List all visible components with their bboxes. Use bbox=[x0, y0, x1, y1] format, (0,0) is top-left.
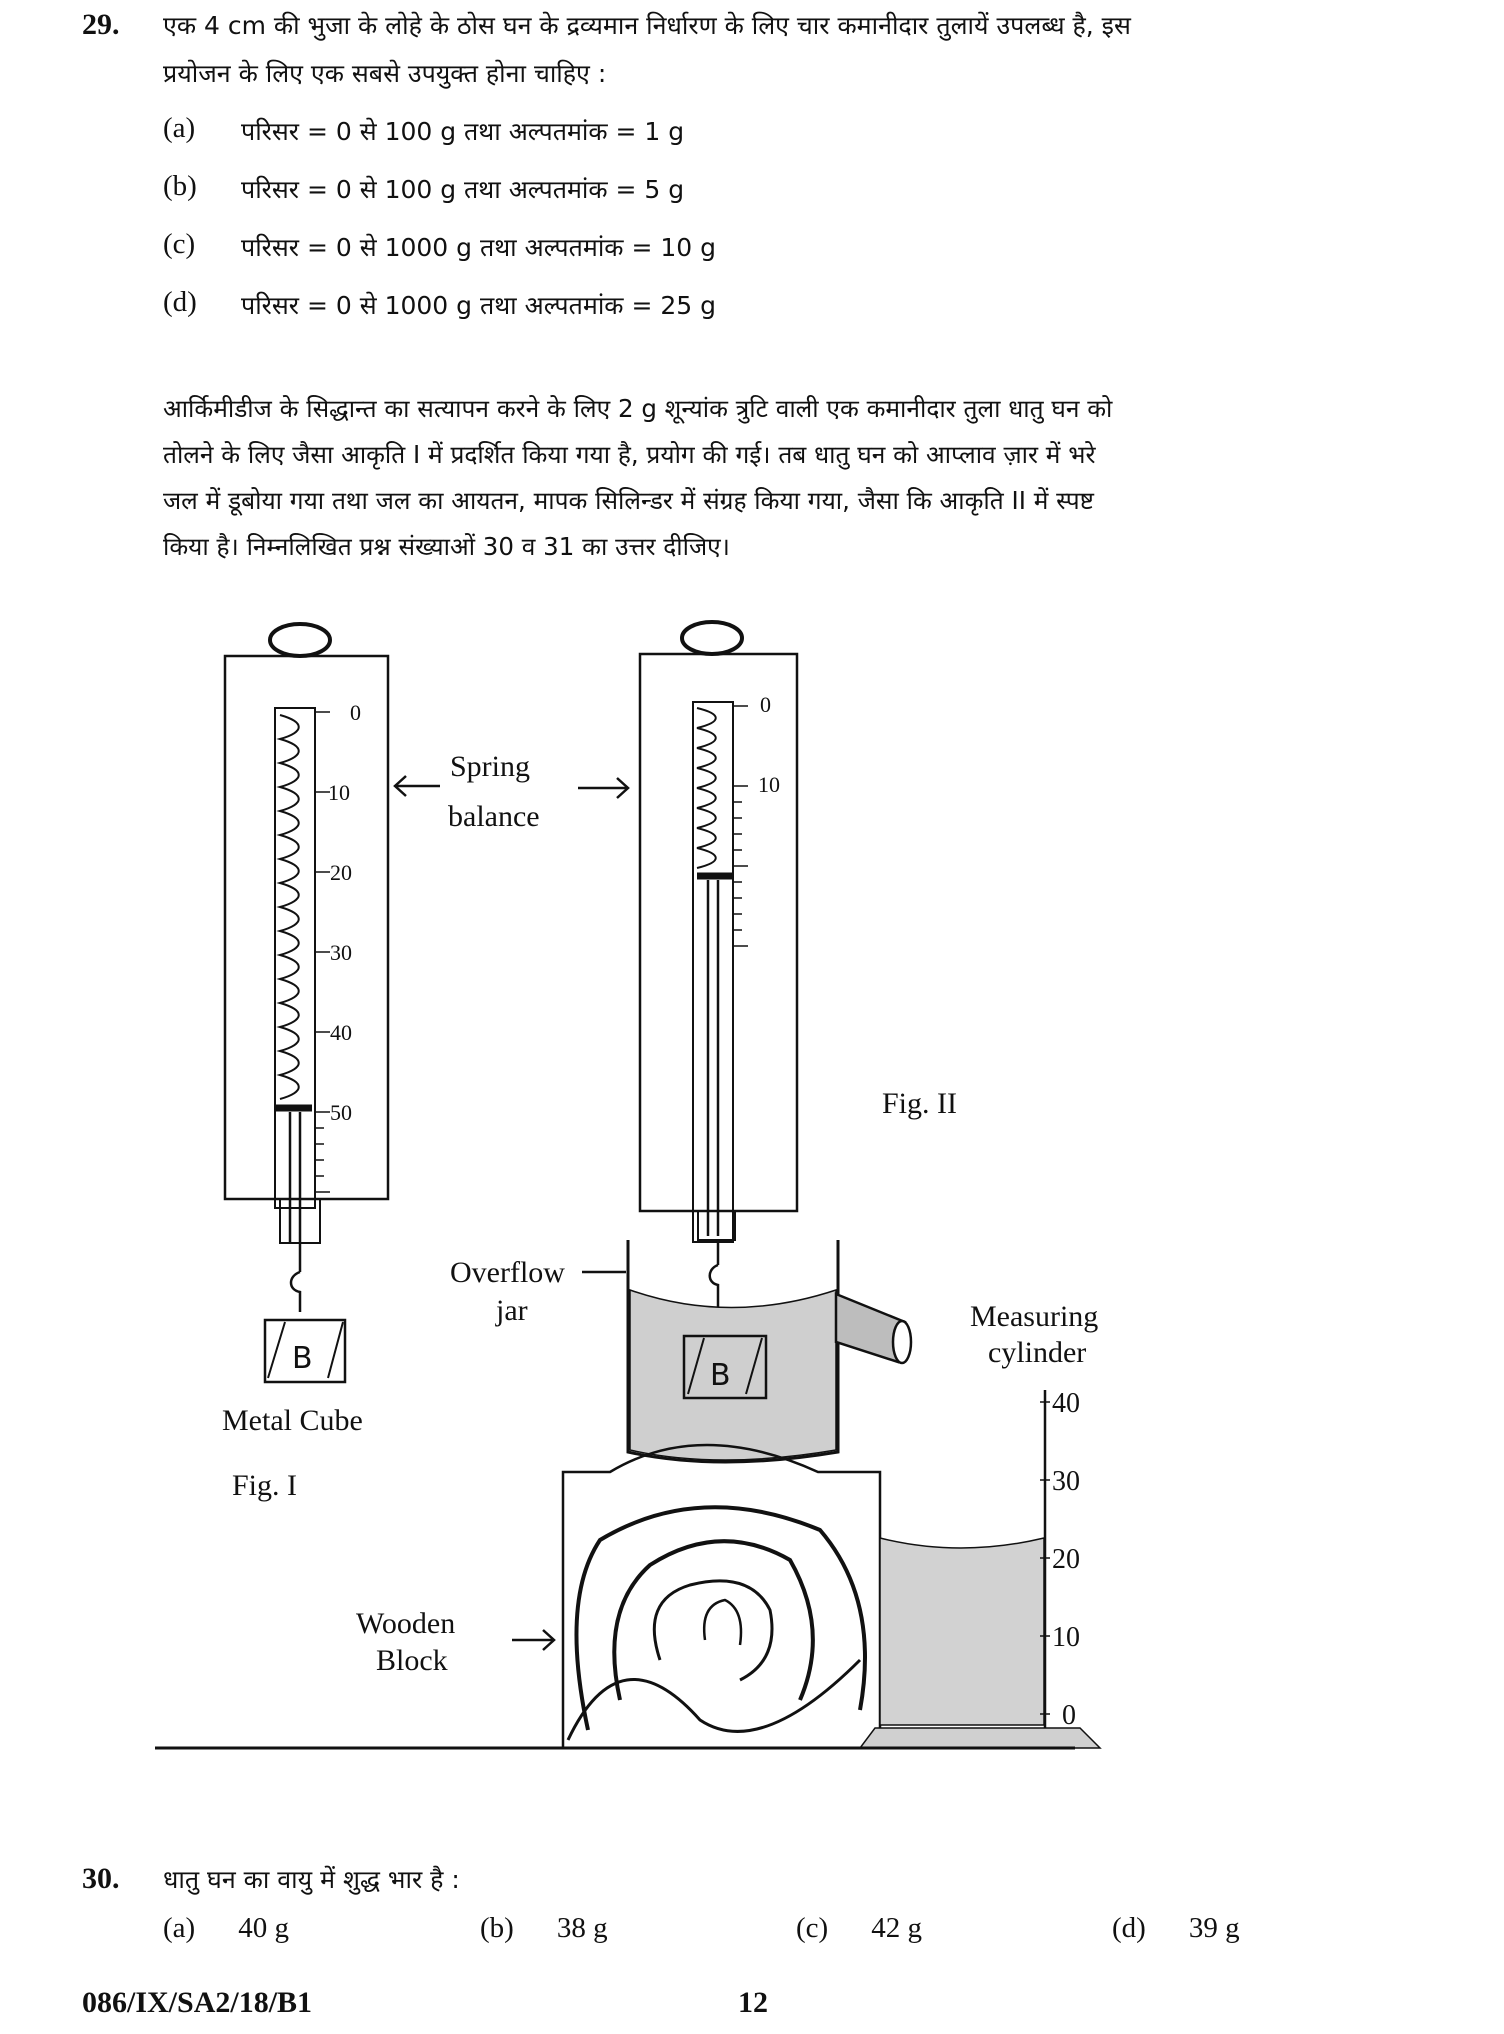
question-29-number: 29. bbox=[82, 8, 120, 41]
option-d[interactable]: (d) परिसर = 0 से 1000 g तथा अल्पतमांक = … bbox=[163, 286, 716, 320]
option-d-text: परिसर = 0 से 1000 g तथा अल्पतमांक = 25 g bbox=[241, 291, 716, 320]
spring-arrows bbox=[393, 775, 630, 799]
cyl-scale-20: 20 bbox=[1052, 1544, 1080, 1575]
q30-option-c-label: (c) bbox=[796, 1912, 829, 1944]
q30-option-c-text: 42 g bbox=[871, 1912, 923, 1944]
question-29-line-2: प्रयोजन के लिए एक सबसे उपयुक्त होना चाहि… bbox=[163, 59, 607, 88]
wooden-label-line1: Wooden bbox=[356, 1607, 455, 1640]
spring-balance-1 bbox=[223, 622, 390, 1384]
paper-code: 086/IX/SA2/18/B1 bbox=[82, 1986, 313, 2019]
fig1-scale-50: 50 bbox=[330, 1100, 352, 1125]
option-a[interactable]: (a) परिसर = 0 से 100 g तथा अल्पतमांक = 1… bbox=[163, 112, 684, 146]
wooden-label-line2: Block bbox=[376, 1644, 448, 1677]
option-c-label: (c) bbox=[163, 228, 196, 260]
cyl-scale-10: 10 bbox=[1052, 1622, 1080, 1653]
q30-option-d-text: 39 g bbox=[1188, 1912, 1240, 1944]
question-30-number: 30. bbox=[82, 1862, 120, 1895]
fig1-scale-0: 0 bbox=[350, 700, 361, 725]
option-b[interactable]: (b) परिसर = 0 से 100 g तथा अल्पतमांक = 5… bbox=[163, 170, 684, 204]
q30-option-a-text: 40 g bbox=[238, 1912, 290, 1944]
q30-option-b-label: (b) bbox=[480, 1912, 514, 1944]
option-a-text: परिसर = 0 से 100 g तथा अल्पतमांक = 1 g bbox=[241, 117, 685, 146]
passage-line-1: आर्किमीडीज के सिद्धान्त का सत्यापन करने … bbox=[163, 394, 1113, 423]
fig1-label: Fig. I bbox=[232, 1469, 297, 1502]
spring-balance-figure: 0 10 20 30 40 50 B Metal Cube Fig. I Spr… bbox=[155, 620, 1102, 1750]
question-29-text: एक 4 cm की भुजा के लोहे के ठोस घन के द्र… bbox=[163, 2, 1363, 98]
measuring-label-line2: cylinder bbox=[988, 1336, 1086, 1369]
fig2-scale-10: 10 bbox=[758, 772, 780, 797]
q30-option-d[interactable]: (d) 39 g bbox=[1112, 1912, 1240, 1945]
spring-label-line1: Spring bbox=[450, 750, 530, 783]
overflow-jar bbox=[626, 1240, 913, 1464]
wooden-arrow bbox=[512, 1629, 556, 1651]
fig2-cube-letter: B bbox=[710, 1358, 731, 1393]
page-number: 12 bbox=[738, 1986, 768, 2019]
q30-option-d-label: (d) bbox=[1112, 1912, 1146, 1944]
question-29-line-1: एक 4 cm की भुजा के लोहे के ठोस घन के द्र… bbox=[163, 11, 1131, 40]
fig1-scale-40: 40 bbox=[330, 1020, 352, 1045]
passage: आर्किमीडीज के सिद्धान्त का सत्यापन करने … bbox=[163, 386, 1363, 570]
option-b-text: परिसर = 0 से 100 g तथा अल्पतमांक = 5 g bbox=[241, 175, 685, 204]
spring-balance-2 bbox=[638, 620, 799, 1340]
option-d-label: (d) bbox=[163, 286, 197, 318]
metal-cube-label: Metal Cube bbox=[222, 1404, 363, 1437]
fig1-scale-30: 30 bbox=[330, 940, 352, 965]
fig1-scale-20: 20 bbox=[330, 860, 352, 885]
measuring-label-line1: Measuring bbox=[970, 1300, 1098, 1333]
spring-label-line2: balance bbox=[448, 800, 540, 833]
measuring-cylinder bbox=[858, 1390, 1102, 1749]
cyl-scale-40: 40 bbox=[1052, 1388, 1080, 1419]
passage-line-4: किया है। निम्नलिखित प्रश्न संख्याओं 30 व… bbox=[163, 532, 730, 561]
fig1-scale-10: 10 bbox=[328, 780, 350, 805]
cyl-scale-0: 0 bbox=[1062, 1700, 1076, 1731]
fig1-cube-letter: B bbox=[292, 1341, 313, 1376]
cyl-scale-30: 30 bbox=[1052, 1466, 1080, 1497]
passage-line-2: तोलने के लिए जैसा आकृति I में प्रदर्शित … bbox=[163, 440, 1096, 469]
overflow-label-line1: Overflow bbox=[450, 1256, 565, 1289]
option-a-label: (a) bbox=[163, 112, 196, 144]
q30-option-c[interactable]: (c) 42 g bbox=[796, 1912, 922, 1945]
option-c[interactable]: (c) परिसर = 0 से 1000 g तथा अल्पतमांक = … bbox=[163, 228, 716, 262]
question-30-text: धातु घन का वायु में शुद्ध भार है : bbox=[163, 1865, 460, 1894]
q30-option-a-label: (a) bbox=[163, 1912, 196, 1944]
fig2-label: Fig. II bbox=[882, 1087, 957, 1120]
overflow-label-line2: jar bbox=[495, 1294, 528, 1327]
fig2-scale-0: 0 bbox=[760, 692, 771, 717]
passage-line-3: जल में डूबोया गया तथा जल का आयतन, मापक स… bbox=[163, 486, 1094, 515]
q30-option-b[interactable]: (b) 38 g bbox=[480, 1912, 608, 1945]
option-c-text: परिसर = 0 से 1000 g तथा अल्पतमांक = 10 g bbox=[241, 233, 716, 262]
option-b-label: (b) bbox=[163, 170, 197, 202]
q30-option-a[interactable]: (a) 40 g bbox=[163, 1912, 289, 1945]
q30-option-b-text: 38 g bbox=[556, 1912, 608, 1944]
wooden-block bbox=[561, 1443, 882, 1750]
